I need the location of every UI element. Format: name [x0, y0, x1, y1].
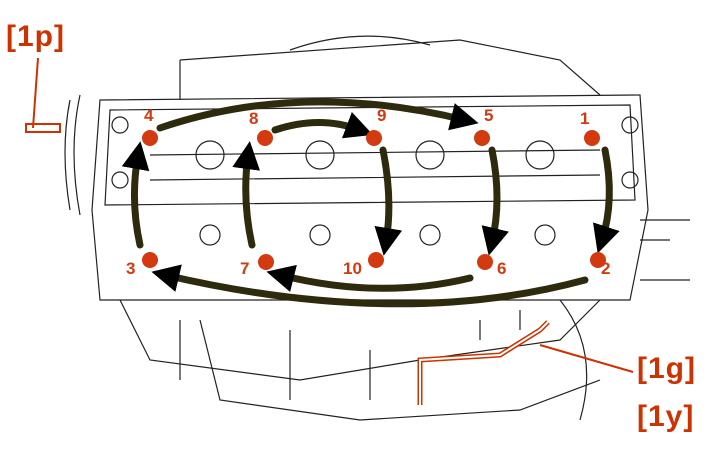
bolt-1 — [584, 130, 600, 146]
arrow-9-to-10 — [374, 146, 403, 256]
bolt-number-5: 5 — [484, 106, 493, 125]
bolt-9 — [366, 130, 382, 146]
cylinder-head-outline — [64, 35, 690, 421]
bolt-7 — [258, 254, 274, 270]
bolt-6 — [477, 254, 493, 270]
bolt-number-6: 6 — [497, 259, 506, 278]
bolt-number-10: 10 — [343, 259, 362, 278]
arrow-1-to-2 — [593, 146, 620, 254]
arrow-6-to-7 — [266, 264, 474, 292]
bolt-4 — [142, 130, 158, 146]
arrow-8-to-9 — [271, 111, 374, 139]
callout-1y: [1y] — [637, 400, 695, 433]
bolt-number-9: 9 — [377, 106, 386, 125]
bolt-5 — [474, 130, 490, 146]
bolt-3 — [142, 252, 158, 268]
head-bolts — [142, 130, 606, 270]
callout-1p: [1p] — [6, 20, 65, 53]
bolt-2 — [590, 252, 606, 268]
arrow-5-to-6 — [481, 146, 509, 256]
callout-leaders — [25, 57, 634, 405]
bolt-numbers: 1 2 3 4 5 6 7 8 9 10 — [126, 106, 610, 278]
bolt-number-8: 8 — [249, 109, 258, 128]
tightening-sequence-arrows — [121, 98, 620, 308]
bolt-number-1: 1 — [580, 109, 589, 128]
bolt-number-7: 7 — [240, 259, 249, 278]
bolt-number-4: 4 — [144, 106, 154, 125]
callout-1g: [1g] — [637, 352, 696, 385]
arrow-4-to-5 — [156, 98, 479, 132]
bolt-10 — [368, 252, 384, 268]
arrow-2-to-3 — [151, 264, 589, 308]
bolt-number-2: 2 — [601, 259, 610, 278]
arrow-7-to-8 — [232, 141, 261, 249]
bolt-number-3: 3 — [126, 259, 135, 278]
bolt-8 — [257, 130, 273, 146]
arrow-3-to-4 — [121, 141, 150, 249]
